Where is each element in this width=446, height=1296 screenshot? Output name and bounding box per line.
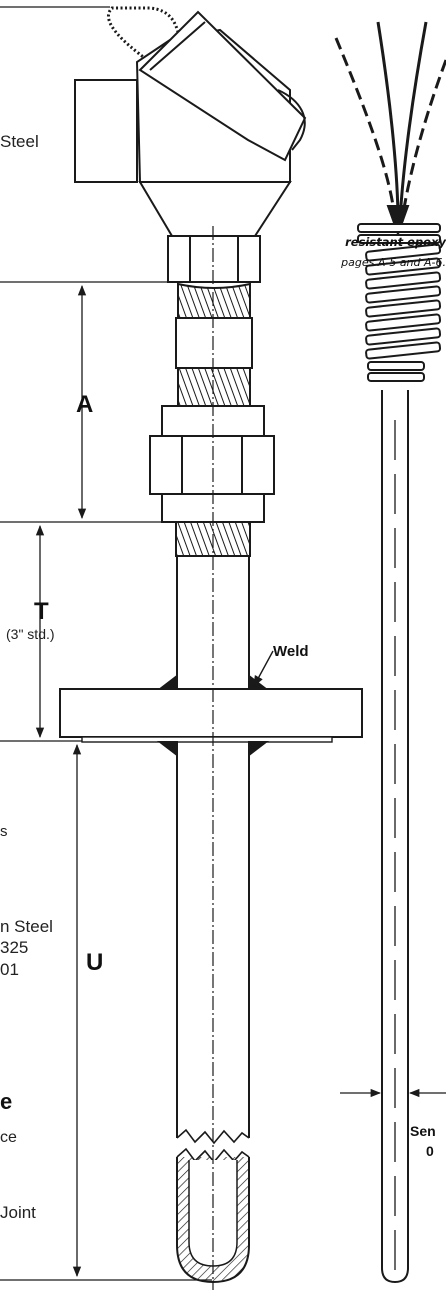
label-joint: Joint xyxy=(0,1203,36,1222)
head-cover xyxy=(138,10,307,162)
head-hex-nut xyxy=(167,235,261,283)
label-01: 01 xyxy=(0,960,19,979)
flange-face xyxy=(81,736,333,743)
labels: Steel resistant epoxy pages A-5 and A-6.… xyxy=(0,132,446,1222)
flange xyxy=(59,688,363,738)
cover-edge-line xyxy=(149,21,206,71)
dimension-lines xyxy=(0,6,212,1281)
cover-hinge xyxy=(277,89,306,151)
weld-fillet-left xyxy=(157,673,178,690)
conduit-box xyxy=(74,79,138,183)
head-taper xyxy=(138,181,292,237)
label-fragment-s: s xyxy=(0,823,8,840)
spring-coil xyxy=(357,223,441,233)
label-weld: Weld xyxy=(273,643,309,660)
middle-thread xyxy=(177,367,251,407)
label-325: 325 xyxy=(0,938,28,957)
break-line-upper xyxy=(176,1128,250,1145)
label-fragment-e: e xyxy=(0,1089,12,1114)
weld-leader xyxy=(253,650,274,687)
bead-chain xyxy=(106,6,180,64)
label-t-standard: (3" std.) xyxy=(6,626,55,642)
label-dim-t: T xyxy=(34,598,49,625)
label-sensor-dia: 0 xyxy=(426,1143,434,1159)
label-epoxy-line2: pages A-5 and A-6. xyxy=(340,256,446,269)
lead-wire-2 xyxy=(376,21,400,223)
label-fragment-ce: ce xyxy=(0,1129,17,1146)
label-dim-u: U xyxy=(86,949,103,976)
union-hex xyxy=(149,435,275,495)
sensor-element xyxy=(334,21,446,1284)
label-steel-top: Steel xyxy=(0,132,39,151)
extension-nipple xyxy=(149,282,275,557)
upper-thread xyxy=(177,282,251,319)
label-epoxy-line1: resistant epoxy xyxy=(345,235,446,249)
thermowell xyxy=(59,226,363,1290)
weld-fillet-right xyxy=(248,673,269,690)
wire-junction-arrow xyxy=(386,205,410,237)
label-dim-a: A xyxy=(76,391,93,418)
nipple-body xyxy=(175,317,253,369)
connection-head xyxy=(74,6,307,283)
label-steel-mid: n Steel xyxy=(0,917,53,936)
lead-wire-1 xyxy=(334,37,397,223)
lead-wire-3 xyxy=(398,21,428,223)
label-sensor: Sen xyxy=(410,1123,436,1139)
